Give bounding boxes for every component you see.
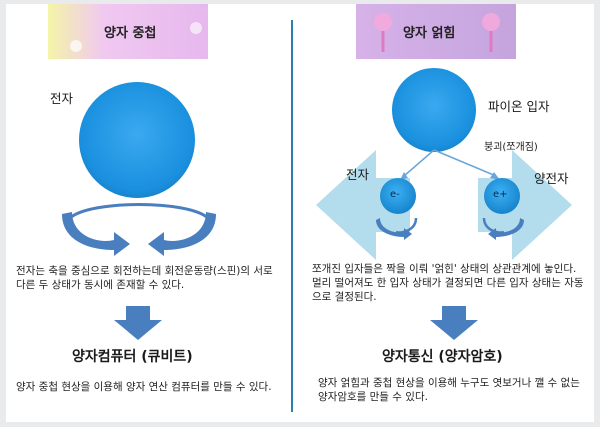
positron-label: 양전자 [534,171,569,186]
decay-line-right [433,149,497,177]
left-description: 전자는 축을 중심으로 회전하는데 회전운동량(스핀)의 서로 다른 두 상태가… [16,265,273,291]
decay-label: 붕괴(쪼개짐) [484,142,538,153]
separation-arrow-icon [316,150,572,260]
decay-line-left [403,149,435,177]
electron-spin-icon [376,217,418,240]
left-header-banner [48,4,208,59]
spin-arrows-icon [62,203,216,256]
right-header-title: 양자 얽힘 [403,26,456,41]
left-header-title: 양자 중첩 [104,26,157,41]
electron-small-sphere [380,178,416,214]
right-result-title: 양자통신 (양자암호) [382,349,503,365]
electron-right-label: 전자 [346,167,370,182]
right-header-banner [356,4,516,59]
right-down-arrow-icon [430,306,478,340]
left-result-desc: 양자 중첩 현상을 이용해 양자 연산 컴퓨터를 만들 수 있다. [16,381,272,393]
left-down-arrow-icon [114,306,162,340]
e-plus-label: e+ [493,189,508,200]
e-minus-label: e- [390,189,400,200]
left-result-title: 양자컴퓨터 (큐비트) [72,349,193,365]
right-description: 쪼개진 입자들은 짝을 이뤄 '얽힌' 상태의 상관관계에 놓인다. 멀리 떨어… [312,263,584,303]
electron-label: 전자 [50,91,74,106]
right-result-desc: 양자 얽힘과 중첩 현상을 이용해 누구도 엿보거나 깰 수 없는 양자암호를 … [318,377,580,403]
pion-label: 파이온 입자 [488,99,550,114]
electron-sphere [79,82,195,198]
positron-small-sphere [484,178,520,214]
pion-sphere [392,68,476,152]
positron-spin-icon [482,217,524,240]
